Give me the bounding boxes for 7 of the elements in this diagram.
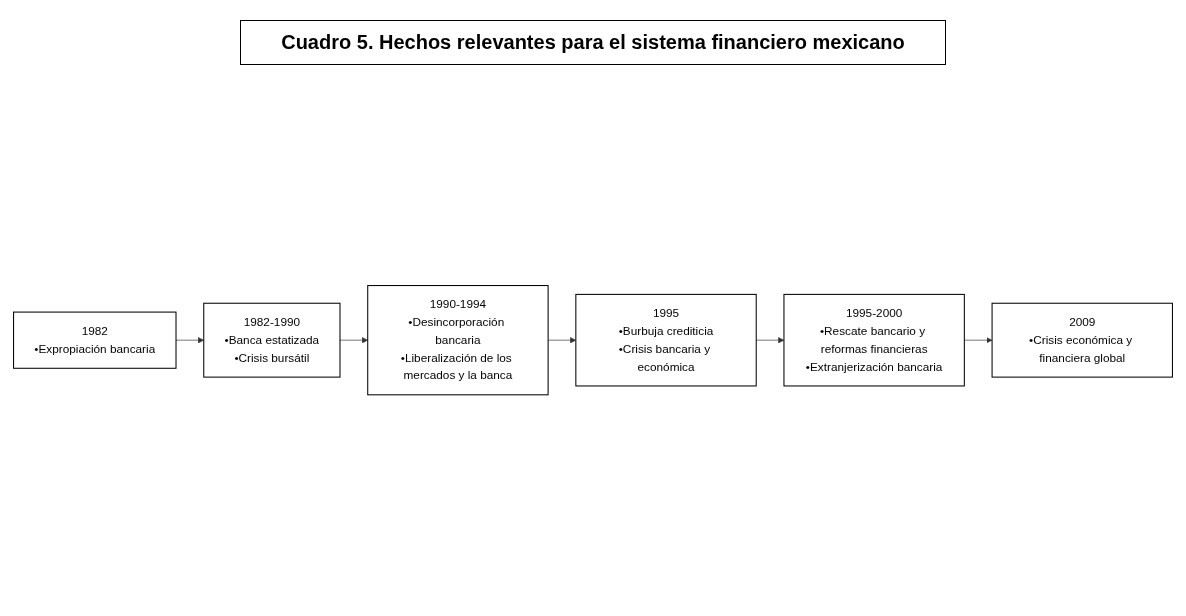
title: Cuadro 5. Hechos relevantes para el sistema financiero mexicano <box>240 20 946 65</box>
node-box: 1982-1990 •Banca estatizada •Crisis bursátil <box>203 303 341 378</box>
node-box: 1995-2000 •Rescate bancario y reformas financieras •Extranjerización bancaria <box>783 294 965 387</box>
node-box: 2009 •Crisis económica y financiera global <box>991 303 1173 378</box>
node-box: 1995 •Burbuja crediticia •Crisis bancaria y económica <box>575 294 757 387</box>
node-box: 1982 •Expropiación bancaria <box>13 311 177 370</box>
node-box: 1990-1994 •Desincorporación bancaria •Liberalización de los mercados y la banca <box>367 285 549 396</box>
